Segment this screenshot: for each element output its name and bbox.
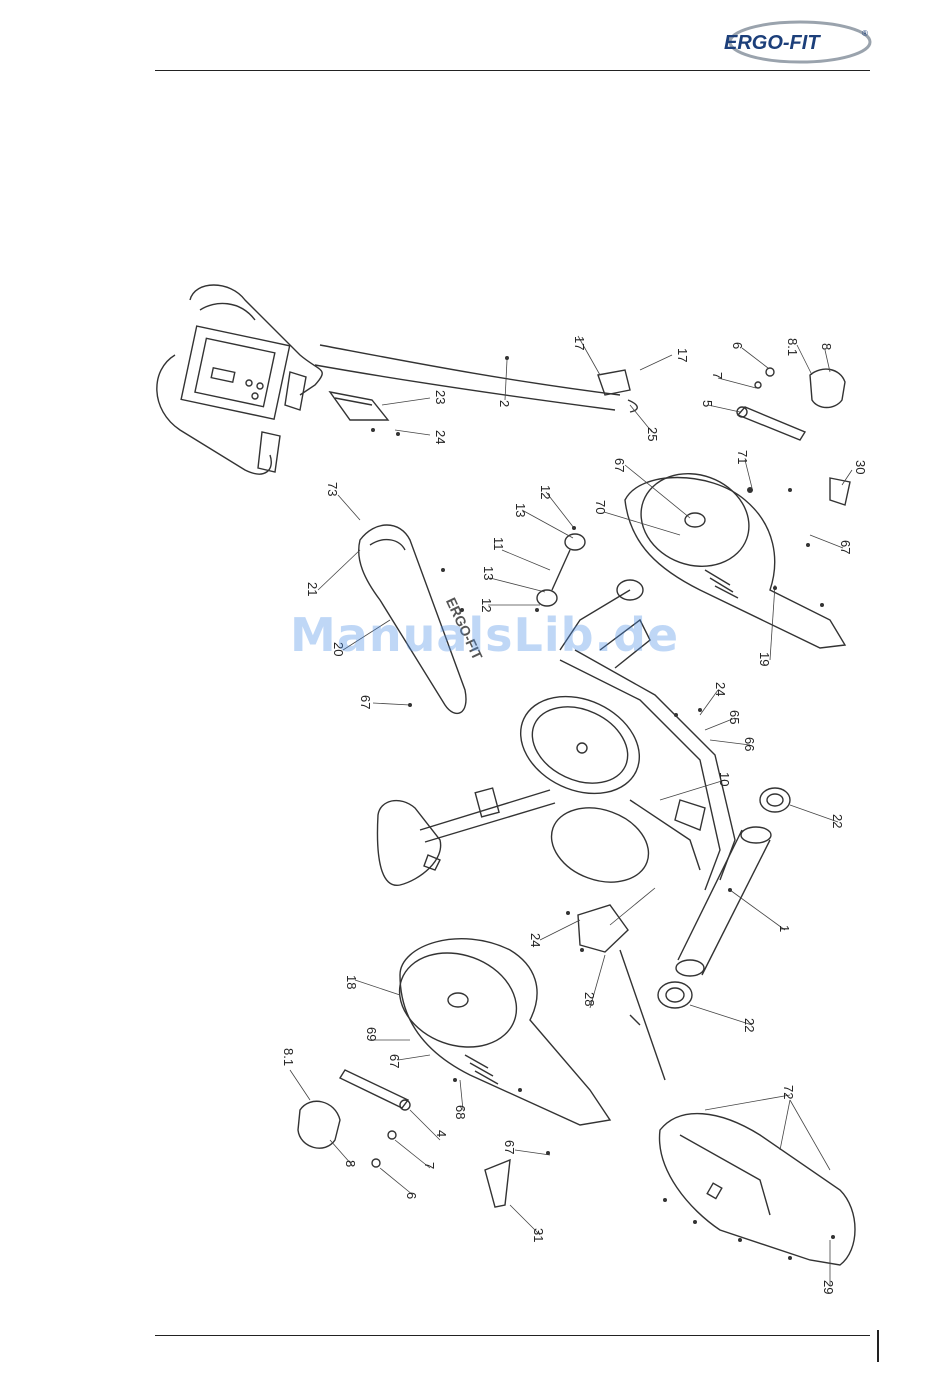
- callout-2: 2: [497, 400, 512, 407]
- callout-31: 31: [531, 1228, 546, 1242]
- callout-17b: 17: [675, 348, 690, 362]
- callout-11: 11: [491, 537, 506, 551]
- callout-22a: 22: [830, 814, 845, 828]
- callout-67b: 67: [838, 540, 853, 554]
- left-crank-pedal: [298, 1070, 510, 1207]
- callout-10: 10: [717, 772, 732, 786]
- watermark-text: ManualsLib.de: [290, 608, 679, 662]
- callout-4: 4: [434, 1130, 449, 1137]
- callout-73: 73: [325, 482, 340, 496]
- callout-67d: 67: [387, 1054, 402, 1068]
- handlebar-console-assembly: [157, 285, 620, 474]
- callout-69: 69: [364, 1027, 379, 1041]
- callout-68: 68: [453, 1105, 468, 1119]
- callout-8-1a: 8.1: [785, 338, 800, 356]
- callout-67a: 67: [612, 458, 627, 472]
- callout-71: 71: [735, 450, 750, 464]
- callout-67c: 67: [358, 695, 373, 709]
- stem-bolts: [598, 370, 637, 412]
- callout-21: 21: [305, 582, 320, 596]
- fasteners: [371, 356, 835, 1260]
- callout-70: 70: [593, 500, 608, 514]
- callout-8-1b: 8.1: [281, 1048, 296, 1066]
- callout-5: 5: [700, 400, 715, 407]
- bottom-cover-29: [660, 1114, 855, 1265]
- callout-12a: 12: [538, 485, 553, 499]
- callout-67e: 67: [502, 1140, 517, 1154]
- callout-66: 66: [742, 737, 757, 751]
- callout-19: 19: [757, 652, 772, 666]
- callout-13a: 13: [513, 503, 528, 517]
- tube-1: [676, 827, 771, 976]
- callout-29: 29: [821, 1280, 836, 1294]
- callout-18: 18: [344, 975, 359, 989]
- bracket-23: [330, 392, 388, 420]
- callout-24c: 24: [528, 933, 543, 947]
- callout-65: 65: [727, 710, 742, 724]
- callout-24b: 24: [713, 682, 728, 696]
- callout-17a: 17: [572, 336, 587, 350]
- callout-7b: 7: [422, 1162, 437, 1169]
- callout-23: 23: [433, 390, 448, 404]
- callout-28: 28: [582, 992, 597, 1006]
- seat-assembly: [377, 788, 555, 885]
- callout-30: 30: [853, 460, 868, 474]
- callout-7a: 7: [710, 372, 725, 379]
- callout-8b: 8: [343, 1160, 358, 1167]
- callout-25: 25: [645, 427, 660, 441]
- callout-72: 72: [781, 1085, 796, 1099]
- shaft-assembly: [537, 534, 585, 606]
- callout-13b: 13: [481, 566, 496, 580]
- callout-22b: 22: [742, 1018, 757, 1032]
- right-crank-pedal: [737, 368, 845, 440]
- callout-6a: 6: [730, 342, 745, 349]
- knob-22-upper: [760, 788, 790, 812]
- left-side-cover-18: [386, 937, 610, 1125]
- knob-22-lower: [658, 982, 692, 1008]
- callout-1: 1: [777, 925, 792, 932]
- callout-8a: 8: [819, 343, 834, 350]
- part-callouts: 17 17 6 8.1 8 7 5 23 2 24 25 67 71 30 73…: [281, 336, 868, 1294]
- callout-24a: 24: [433, 430, 448, 444]
- callout-6b: 6: [404, 1192, 419, 1199]
